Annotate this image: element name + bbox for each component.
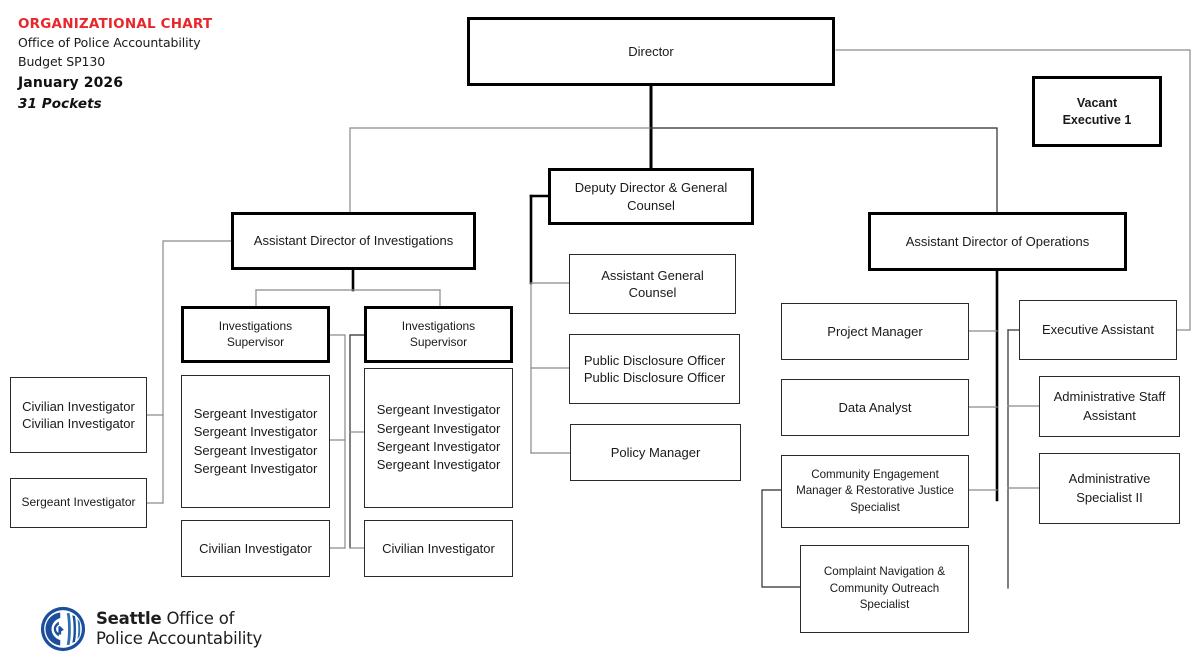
node-vacant-executive[interactable]: Vacant Executive 1: [1032, 76, 1162, 147]
node-complaint-navigation-line3: Specialist: [859, 598, 910, 612]
node-admin-staff-line1: Administrative Staff: [1053, 389, 1166, 405]
sergeant-right-stack: Sergeant Investigator Sergeant Investiga…: [371, 401, 506, 475]
footer-logo: Seattle Office of Police Accountability: [40, 606, 262, 652]
node-data-analyst[interactable]: Data Analyst: [781, 379, 969, 436]
node-vacant-executive-line1: Vacant: [1076, 96, 1118, 110]
node-policy-manager[interactable]: Policy Manager: [570, 424, 741, 481]
node-civilian-investigator-right[interactable]: Civilian Investigator: [364, 520, 513, 577]
node-complaint-navigation-specialist[interactable]: Complaint Navigation & Community Outreac…: [800, 545, 969, 633]
node-director[interactable]: Director: [467, 17, 835, 86]
node-deputy-director-general-counsel[interactable]: Deputy Director & General Counsel: [548, 168, 754, 225]
node-executive-assistant[interactable]: Executive Assistant: [1019, 300, 1177, 360]
node-sergeant-investigators-right[interactable]: Sergeant Investigator Sergeant Investiga…: [364, 368, 513, 508]
node-assistant-director-operations[interactable]: Assistant Director of Operations: [868, 212, 1127, 271]
sergeant-left-line2: Sergeant Investigator: [193, 424, 318, 440]
node-data-analyst-label: Data Analyst: [838, 399, 912, 415]
node-policy-manager-label: Policy Manager: [610, 444, 701, 460]
node-inv-supervisor-left-label: Investigations Supervisor: [218, 318, 293, 349]
node-public-disclosure-officers[interactable]: Public Disclosure Officer Public Disclos…: [569, 334, 740, 404]
logo-line1-bold: Seattle: [96, 608, 162, 628]
header-pocket-count: 31 Pockets: [18, 96, 102, 113]
node-civilian-investigator-pair[interactable]: Civilian Investigator Civilian Investiga…: [10, 377, 147, 453]
sergeant-right-line1: Sergeant Investigator: [376, 402, 501, 418]
logo-wordmark: Seattle Office of Police Accountability: [96, 609, 262, 649]
node-public-disclosure-line2: Public Disclosure Officer: [583, 370, 726, 385]
seattle-city-seal-icon: [40, 606, 86, 652]
node-deputy-director-line1: Deputy Director & General: [574, 180, 728, 196]
node-vacant-executive-line2: Executive 1: [1062, 112, 1132, 127]
node-sergeant-far-left-label: Sergeant Investigator: [21, 495, 136, 510]
node-project-manager[interactable]: Project Manager: [781, 303, 969, 360]
header-budget-code: Budget SP130: [18, 54, 106, 70]
node-sergeant-investigator-far-left[interactable]: Sergeant Investigator: [10, 478, 147, 528]
node-public-disclosure-line1: Public Disclosure Officer: [583, 352, 726, 368]
node-civilian-left-label: Civilian Investigator: [199, 540, 312, 556]
logo-line1-rest: Office of: [161, 608, 235, 628]
node-administrative-specialist-ii[interactable]: Administrative Specialist II: [1039, 453, 1180, 524]
node-investigations-supervisor-left[interactable]: Investigations Supervisor: [181, 306, 330, 363]
node-administrative-staff-assistant[interactable]: Administrative Staff Assistant: [1039, 376, 1180, 437]
node-civilian-right-label: Civilian Investigator: [382, 540, 495, 556]
node-community-engagement-line1: Community Engagement: [811, 467, 939, 481]
node-investigations-supervisor-right[interactable]: Investigations Supervisor: [364, 306, 513, 363]
node-executive-assistant-label: Executive Assistant: [1042, 322, 1154, 338]
node-admin-specialist-line1: Administrative: [1068, 471, 1151, 487]
node-assistant-general-counsel[interactable]: Assistant General Counsel: [569, 254, 736, 314]
node-complaint-navigation-line2: Community Outreach: [829, 581, 940, 595]
node-civilian-investigator-left[interactable]: Civilian Investigator: [181, 520, 330, 577]
node-assistant-director-investigations[interactable]: Assistant Director of Investigations: [231, 212, 476, 270]
chart-header: ORGANIZATIONAL CHART Office of Police Ac…: [18, 16, 212, 116]
header-organization: Office of Police Accountability: [18, 34, 201, 50]
node-community-engagement-manager[interactable]: Community Engagement Manager & Restorati…: [781, 455, 969, 528]
node-assistant-general-counsel-label: Assistant General Counsel: [601, 267, 704, 300]
node-deputy-director-line2: Counsel: [627, 197, 675, 213]
node-ad-investigations-label: Assistant Director of Investigations: [253, 233, 454, 249]
logo-line2: Police Accountability: [96, 629, 263, 648]
sergeant-right-line2: Sergeant Investigator: [376, 420, 501, 436]
sergeant-right-line3: Sergeant Investigator: [376, 439, 501, 454]
node-sergeant-investigators-left[interactable]: Sergeant Investigator Sergeant Investiga…: [181, 375, 330, 508]
node-project-manager-label: Project Manager: [827, 323, 923, 339]
page-title: ORGANIZATIONAL CHART: [18, 16, 213, 32]
node-civilian-pair-line2: Civilian Investigator: [22, 416, 135, 431]
node-community-engagement-line2: Manager & Restorative Justice: [796, 484, 954, 498]
node-inv-supervisor-right-label: Investigations Supervisor: [401, 318, 476, 349]
sergeant-right-line4: Sergeant Investigator: [376, 457, 501, 473]
node-complaint-navigation-line1: Complaint Navigation &: [823, 565, 946, 579]
sergeant-left-line1: Sergeant Investigator: [193, 405, 318, 421]
header-date: January 2026: [18, 74, 124, 91]
node-civilian-pair-line1: Civilian Investigator: [22, 398, 135, 414]
node-admin-specialist-line2: Specialist II: [1076, 489, 1143, 505]
sergeant-left-stack: Sergeant Investigator Sergeant Investiga…: [188, 405, 323, 479]
node-admin-staff-line2: Assistant: [1083, 407, 1136, 423]
sergeant-left-line3: Sergeant Investigator: [193, 442, 318, 458]
sergeant-left-line4: Sergeant Investigator: [193, 460, 318, 476]
node-director-label: Director: [628, 43, 674, 59]
node-ad-operations-label: Assistant Director of Operations: [905, 233, 1090, 249]
node-community-engagement-line3: Specialist: [850, 500, 900, 514]
